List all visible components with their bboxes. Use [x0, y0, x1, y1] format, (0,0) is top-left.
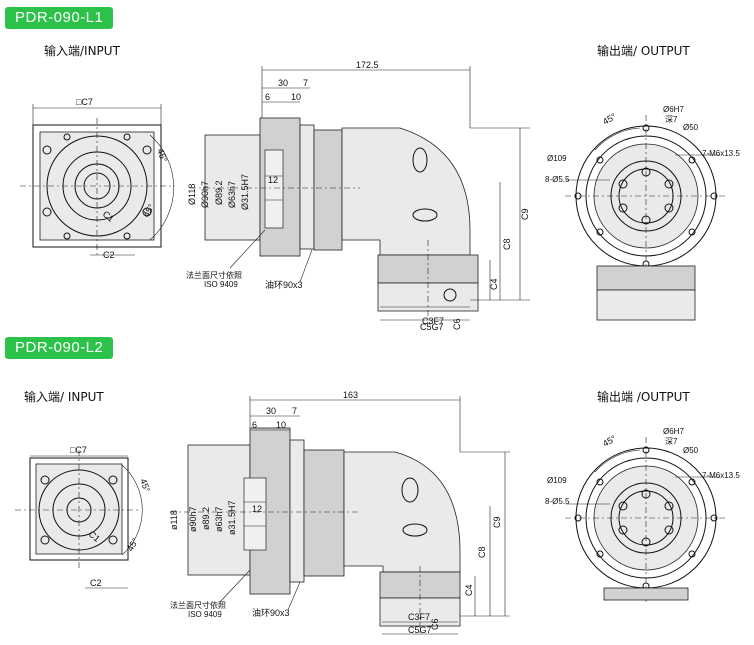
out-d6: Ø6H7 [663, 427, 684, 436]
side-view: 163 30 7 6 10 ø118 ø90h7 ø89.2 ø63h7 ø31… [169, 390, 510, 635]
dim-d31: Ø31.5H7 [240, 174, 250, 210]
dim-c5: C5G7 [408, 625, 432, 635]
output-view: 45° Ø6H7 深7 Ø50 Ø109 8-Ø5.5 7-M6x13.5 [545, 427, 740, 605]
flange-note-2: ISO 9409 [204, 280, 238, 289]
out-depth: 深7 [665, 115, 678, 124]
out-d6: Ø6H7 [663, 105, 684, 114]
dim-len-10: 10 [276, 420, 286, 430]
model-tag: PDR-090-L2 [5, 337, 114, 359]
dim-45a: 45° [138, 477, 152, 494]
dim-45b: 45° [125, 536, 141, 553]
out-depth: 深7 [665, 437, 678, 446]
dim-c8: C8 [477, 546, 487, 558]
dim-d89: ø89.2 [201, 507, 211, 530]
dim-d118: ø118 [169, 510, 179, 530]
dim-d118: Ø118 [187, 184, 197, 205]
out-m6: 7-M6x13.5 [702, 149, 740, 158]
output-title: 输出端/ OUTPUT [597, 44, 690, 58]
input-title: 输入端/INPUT [44, 44, 120, 58]
dim-sq-c7: □C7 [70, 445, 87, 455]
out-45: 45° [601, 111, 618, 127]
out-d50: Ø50 [683, 123, 699, 132]
dim-len-10: 10 [291, 92, 301, 102]
dim-sq-c7: □C7 [76, 97, 93, 107]
input-title: 输入端/ INPUT [24, 390, 104, 404]
dim-c4: C4 [489, 278, 499, 290]
dim-c9: C9 [520, 208, 530, 220]
out-d50: Ø50 [683, 446, 699, 455]
dim-c4: C4 [464, 584, 474, 596]
dim-c6: C6 [430, 618, 440, 630]
dim-d63: ø63h7 [214, 506, 224, 532]
flange-note-1: 法兰面尺寸依照 [186, 270, 242, 280]
dim-c6: C6 [452, 318, 462, 330]
dim-len-6: 6 [252, 420, 257, 430]
input-view: □C7 C1 C2 45° 45° [15, 445, 152, 589]
out-d55: 8-Ø5.5 [545, 175, 570, 184]
dim-c2: C2 [103, 250, 115, 260]
output-title: 输出端 /OUTPUT [597, 390, 690, 404]
dim-c5: C5G7 [420, 322, 444, 330]
dim-12: 12 [268, 175, 278, 185]
out-d109: Ø109 [547, 154, 567, 163]
side-view: 172.5 30 7 6 10 Ø118 Ø90h7 Ø89.2 Ø63h7 Ø… [186, 60, 530, 330]
section-pdr-090-l1: PDR-090-L1 输入端/INPUT 输出端/ OUTPUT □C7 C1 … [5, 7, 740, 330]
dim-len-7: 7 [303, 78, 308, 88]
flange-note-2: ISO 9409 [188, 610, 222, 619]
input-view: □C7 C1 C2 45° 45° [20, 97, 175, 260]
out-d55: 8-Ø5.5 [545, 497, 570, 506]
dim-len-7: 7 [292, 406, 297, 416]
section-pdr-090-l2: PDR-090-L2 输入端/ INPUT 输出端 /OUTPUT □C7 C1… [0, 330, 754, 645]
dim-45a: 45° [155, 147, 169, 164]
dim-len-total: 172.5 [356, 60, 379, 70]
flange-note-1: 法兰面尺寸依照 [170, 600, 226, 610]
dim-d90: Ø90h7 [200, 181, 210, 208]
out-45: 45° [601, 433, 618, 449]
model-tag: PDR-090-L1 [5, 7, 114, 29]
dim-c2: C2 [90, 578, 102, 588]
dim-c3: C3F7 [422, 316, 444, 326]
drawing-l2: □C7 C1 C2 45° 45° [15, 390, 740, 635]
dim-len-30: 30 [266, 406, 276, 416]
oil-ring-note: 油环90x3 [252, 607, 290, 618]
dim-len-total: 163 [343, 390, 358, 400]
dim-d90: ø90h7 [188, 506, 198, 532]
dim-len-6: 6 [265, 92, 270, 102]
output-view: 45° Ø6H7 深7 Ø50 Ø109 8-Ø5.5 7-M6x13.5 [545, 105, 740, 321]
dim-12: 12 [252, 504, 262, 514]
out-d109: Ø109 [547, 476, 567, 485]
dim-c8: C8 [502, 238, 512, 250]
dim-d89: Ø89.2 [214, 180, 224, 205]
dim-c9: C9 [492, 516, 502, 528]
drawing-l1: □C7 C1 C2 45° 45° [20, 60, 740, 330]
dim-len-30: 30 [278, 78, 288, 88]
dim-d63: Ø63h7 [227, 181, 237, 208]
oil-ring-note: 油环90x3 [265, 279, 303, 290]
out-m6: 7-M6x13.5 [702, 471, 740, 480]
dim-d31: ø31.5H7 [227, 500, 237, 535]
dim-c3: C3F7 [408, 612, 430, 622]
